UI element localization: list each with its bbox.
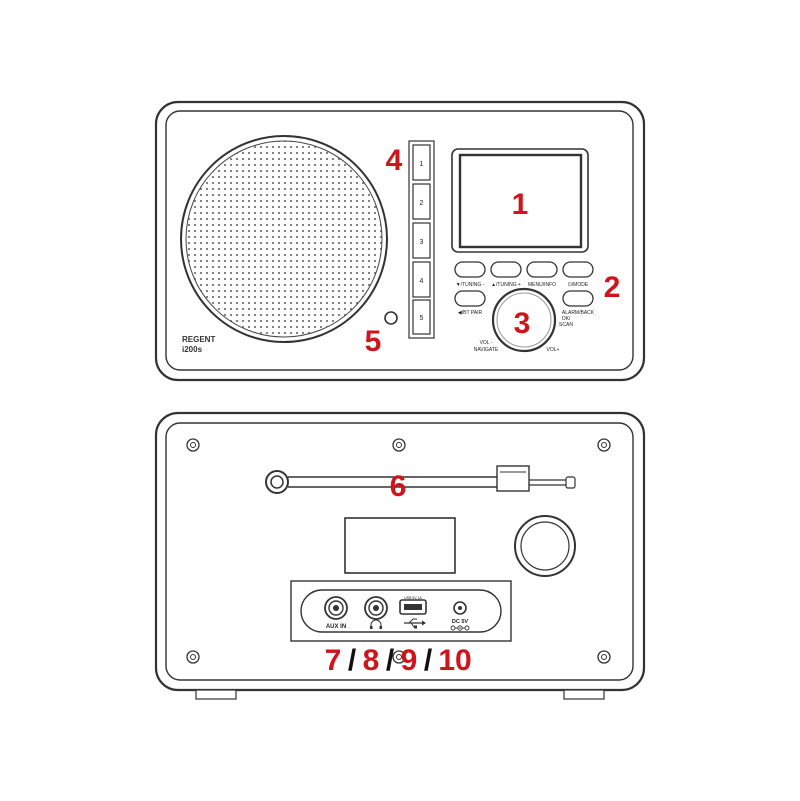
preset-label-2: 2 [420,200,424,207]
screw-icon [186,650,200,664]
preset-label-1: 1 [420,161,424,168]
rating-label-plate [344,517,456,574]
dc-polarity-icon [450,625,470,631]
scan-label: SCAN [559,322,573,328]
vol-minus-label: VOL - [480,340,493,346]
preset-label-5: 5 [420,315,424,322]
foot-right [563,689,605,700]
callout-9: 9 [401,644,418,677]
callout-5: 5 [365,325,382,358]
callout-6: 6 [390,470,407,503]
alarm-back-button[interactable] [562,290,594,307]
tuning-up-button[interactable] [490,261,522,278]
callout-4: 4 [386,144,403,177]
preset-label-4: 4 [420,278,424,285]
usb-rating-label: USB 5V 1A [404,596,422,600]
ir-sensor [384,311,398,325]
antenna[interactable] [265,465,576,494]
callout-8: 8 [363,644,380,677]
power-mode-label: ⏻/MODE [568,282,589,288]
antenna-tip [565,476,576,489]
front-view: 1 2 3 4 5 ▼/TUNING [154,100,646,382]
ok-label: OK/ [562,316,571,322]
callout-7: 7 [325,644,342,677]
bt-pair-label: ◀/BT PAIR [458,310,483,316]
speaker-grille [185,140,383,338]
preset-button-4[interactable]: 4 [412,261,431,298]
usb-port[interactable] [399,599,427,615]
antenna-clip [496,465,530,492]
aux-in-label: AUX IN [326,624,346,630]
preset-label-3: 3 [420,239,424,246]
foot-left [195,689,237,700]
callout-10: 10 [438,644,471,677]
usb-icon [404,618,426,629]
preset-buttons: 1 2 3 4 5 [408,140,435,339]
alarm-back-label: ALARM/BACK [562,310,595,316]
screw-icon [597,438,611,452]
menu-info-label: MENU/INFO [528,282,556,288]
headphone-jack[interactable] [364,596,388,620]
callout-slash-1: / [348,644,357,677]
menu-info-button[interactable] [526,261,558,278]
tuning-up-label: ▲/TUNING + [491,282,521,288]
preset-button-3[interactable]: 3 [412,222,431,259]
bass-port [514,515,576,577]
callout-2: 2 [604,271,621,304]
navigate-label: NAVIGATE [474,347,499,353]
callout-slash-2: / [386,644,395,677]
dc-in-jack[interactable] [453,601,467,615]
callout-7-to-10: 7 / 8 / 9 / 10 [325,644,472,677]
knob-inner-ring [496,292,552,348]
dc-in-label: DC 5V [452,619,469,625]
screw-icon [392,650,406,664]
screw-icon [186,438,200,452]
navigate-volume-knob[interactable] [491,287,557,353]
vol-plus-label: VOL+ [547,347,560,353]
bt-pair-button[interactable] [454,290,486,307]
display-screen [458,153,583,249]
callout-3: 3 [514,307,531,340]
power-mode-button[interactable] [562,261,594,278]
aux-in-jack[interactable] [324,596,348,620]
screw-icon [392,438,406,452]
callout-1: 1 [512,188,529,221]
brand-model: i200s [182,345,203,354]
callout-slash-3: / [424,644,433,677]
preset-button-5[interactable]: 5 [412,299,431,335]
tuning-down-button[interactable] [454,261,486,278]
screw-icon [597,650,611,664]
preset-button-1[interactable]: 1 [412,144,431,181]
brand-name: REGENT [182,335,215,344]
headphone-icon [370,619,382,629]
tuning-down-label: ▼/TUNING - [456,282,485,288]
rear-view: AUX IN USB 5V 1A [154,411,646,700]
preset-button-2[interactable]: 2 [412,183,431,220]
